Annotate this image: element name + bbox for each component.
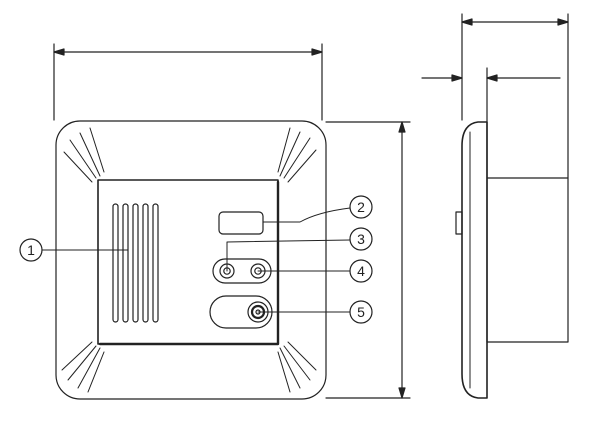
- side-back-box: [486, 177, 569, 343]
- leader-lines: [41, 207, 351, 313]
- callout-3-label: 3: [357, 231, 365, 247]
- callout-2-label: 2: [357, 199, 365, 215]
- side-plate-profile: [461, 121, 488, 399]
- speaker-grille: [112, 203, 159, 323]
- front-width-dimension: [53, 43, 323, 121]
- callout-5-label: 5: [357, 304, 365, 320]
- front-height-dimension: [325, 121, 411, 399]
- side-tab: [455, 211, 463, 235]
- callout-1-label: 1: [27, 242, 35, 258]
- callout-3: 3: [349, 227, 373, 251]
- callout-4: 4: [349, 259, 373, 283]
- side-view: [421, 13, 569, 399]
- side-plate-thickness-dimension: [421, 67, 561, 179]
- callout-4-label: 4: [357, 263, 365, 279]
- callout-5: 5: [349, 300, 373, 324]
- side-depth-dimension: [461, 13, 569, 179]
- corner-shading: [61, 127, 317, 393]
- callout-2: 2: [349, 195, 373, 219]
- indicator-window: [218, 211, 264, 235]
- front-plate-outline: [55, 120, 327, 400]
- front-view: 1 2 3 4 5: [19, 43, 411, 400]
- callout-1: 1: [19, 238, 43, 262]
